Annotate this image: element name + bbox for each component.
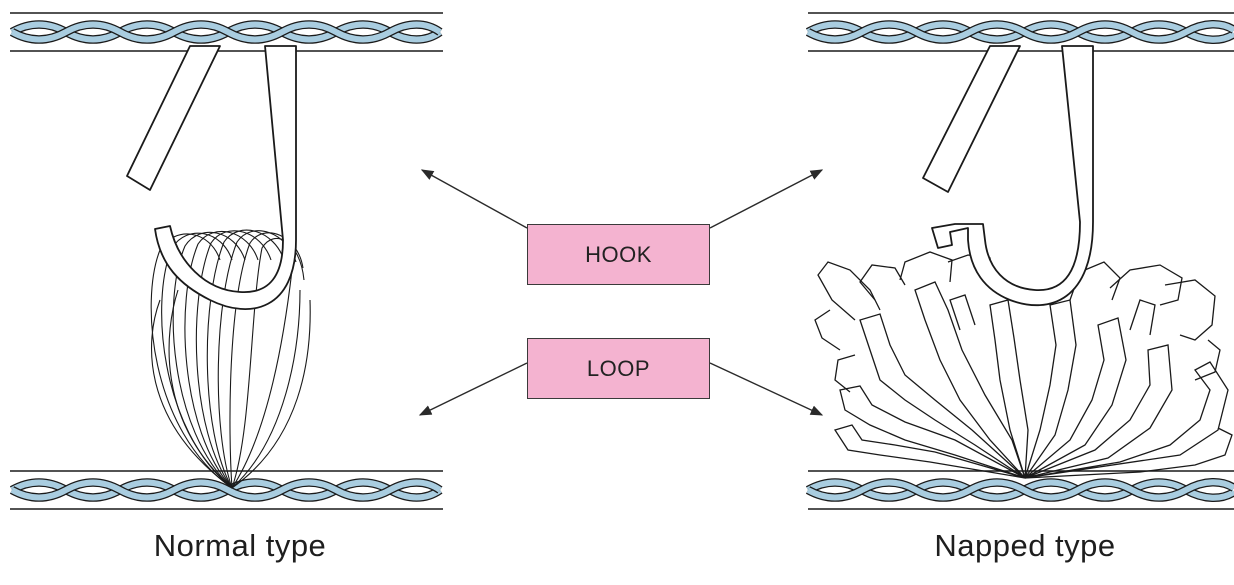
loop-fibers-left <box>150 229 311 489</box>
hook-left <box>154 45 297 310</box>
top-fabric-right <box>805 12 1234 52</box>
hook-arrow-right <box>709 169 824 229</box>
hook-arrow-left <box>420 169 528 229</box>
normal-type-caption: Normal type <box>153 528 327 563</box>
pointer-arrows <box>418 169 824 416</box>
cut-fiber-right <box>922 45 1021 193</box>
loop-arrow-right <box>709 362 824 416</box>
cut-fiber-left <box>126 45 221 191</box>
loop-arrow-left <box>418 362 528 416</box>
top-fabric-left <box>9 12 443 52</box>
napped-type-caption: Napped type <box>934 528 1116 563</box>
bottom-fabric-right <box>805 470 1234 510</box>
normal-type-illustration <box>9 12 443 510</box>
hook-right <box>931 45 1094 307</box>
napped-fibers-right <box>814 251 1233 479</box>
loop-label: LOOP <box>527 338 710 399</box>
bottom-fabric-left <box>9 470 443 510</box>
napped-type-illustration <box>805 12 1234 510</box>
hook-label: HOOK <box>527 224 710 285</box>
